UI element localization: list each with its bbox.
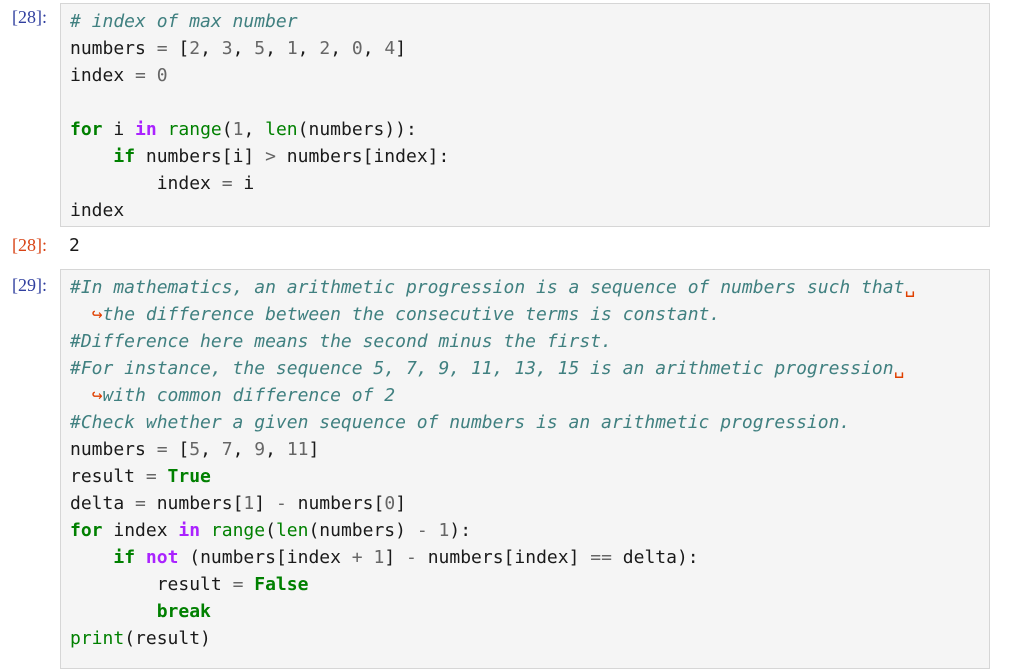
output-prompt: [28]:	[12, 235, 47, 255]
code-editor[interactable]: # index of max number numbers = [2, 3, 5…	[60, 3, 990, 227]
code-line: break	[156, 601, 211, 622]
code-line: #Difference here means the second minus …	[70, 331, 612, 352]
code-line: #For instance, the sequence 5, 7, 9, 11,…	[70, 358, 905, 379]
code-line: for index in range(len(numbers) - 1):	[70, 520, 472, 541]
input-prompt: [28]:	[12, 7, 47, 27]
code-line: index = i	[70, 173, 255, 194]
code-line: #Check whether a given sequence of numbe…	[70, 412, 851, 433]
code-line: index	[70, 200, 125, 221]
code-line: result = False	[70, 574, 309, 595]
code-line: delta = numbers[1] - numbers[0]	[70, 493, 407, 514]
code-line: for i in range(1, len(numbers)):	[70, 119, 417, 140]
output-text: 2	[69, 235, 80, 256]
wrap-continuation-icon: ↪	[91, 385, 103, 406]
code-line: result = True	[70, 466, 211, 487]
code-content[interactable]: #In mathematics, an arithmetic progressi…	[70, 274, 915, 652]
code-line: ↪the difference between the consecutive …	[91, 304, 721, 325]
line-wrap-icon: ␣	[893, 358, 905, 379]
code-line: numbers = [2, 3, 5, 1, 2, 0, 4]	[70, 38, 407, 59]
code-line: index = 0	[70, 65, 168, 86]
code-line: numbers = [5, 7, 9, 11]	[70, 439, 320, 460]
code-editor[interactable]: #In mathematics, an arithmetic progressi…	[60, 269, 990, 669]
code-content[interactable]: # index of max number numbers = [2, 3, 5…	[70, 8, 449, 224]
line-wrap-icon: ␣	[904, 277, 916, 298]
code-line: #In mathematics, an arithmetic progressi…	[70, 277, 916, 298]
code-line: # index of max number	[70, 11, 298, 32]
input-prompt: [29]:	[12, 275, 47, 295]
code-line: if numbers[i] > numbers[index]:	[113, 146, 450, 167]
code-line: if not (numbers[index + 1] - numbers[ind…	[113, 547, 699, 568]
code-line: ↪with common difference of 2	[91, 385, 396, 406]
code-line: print(result)	[70, 628, 211, 649]
wrap-continuation-icon: ↪	[91, 304, 103, 325]
